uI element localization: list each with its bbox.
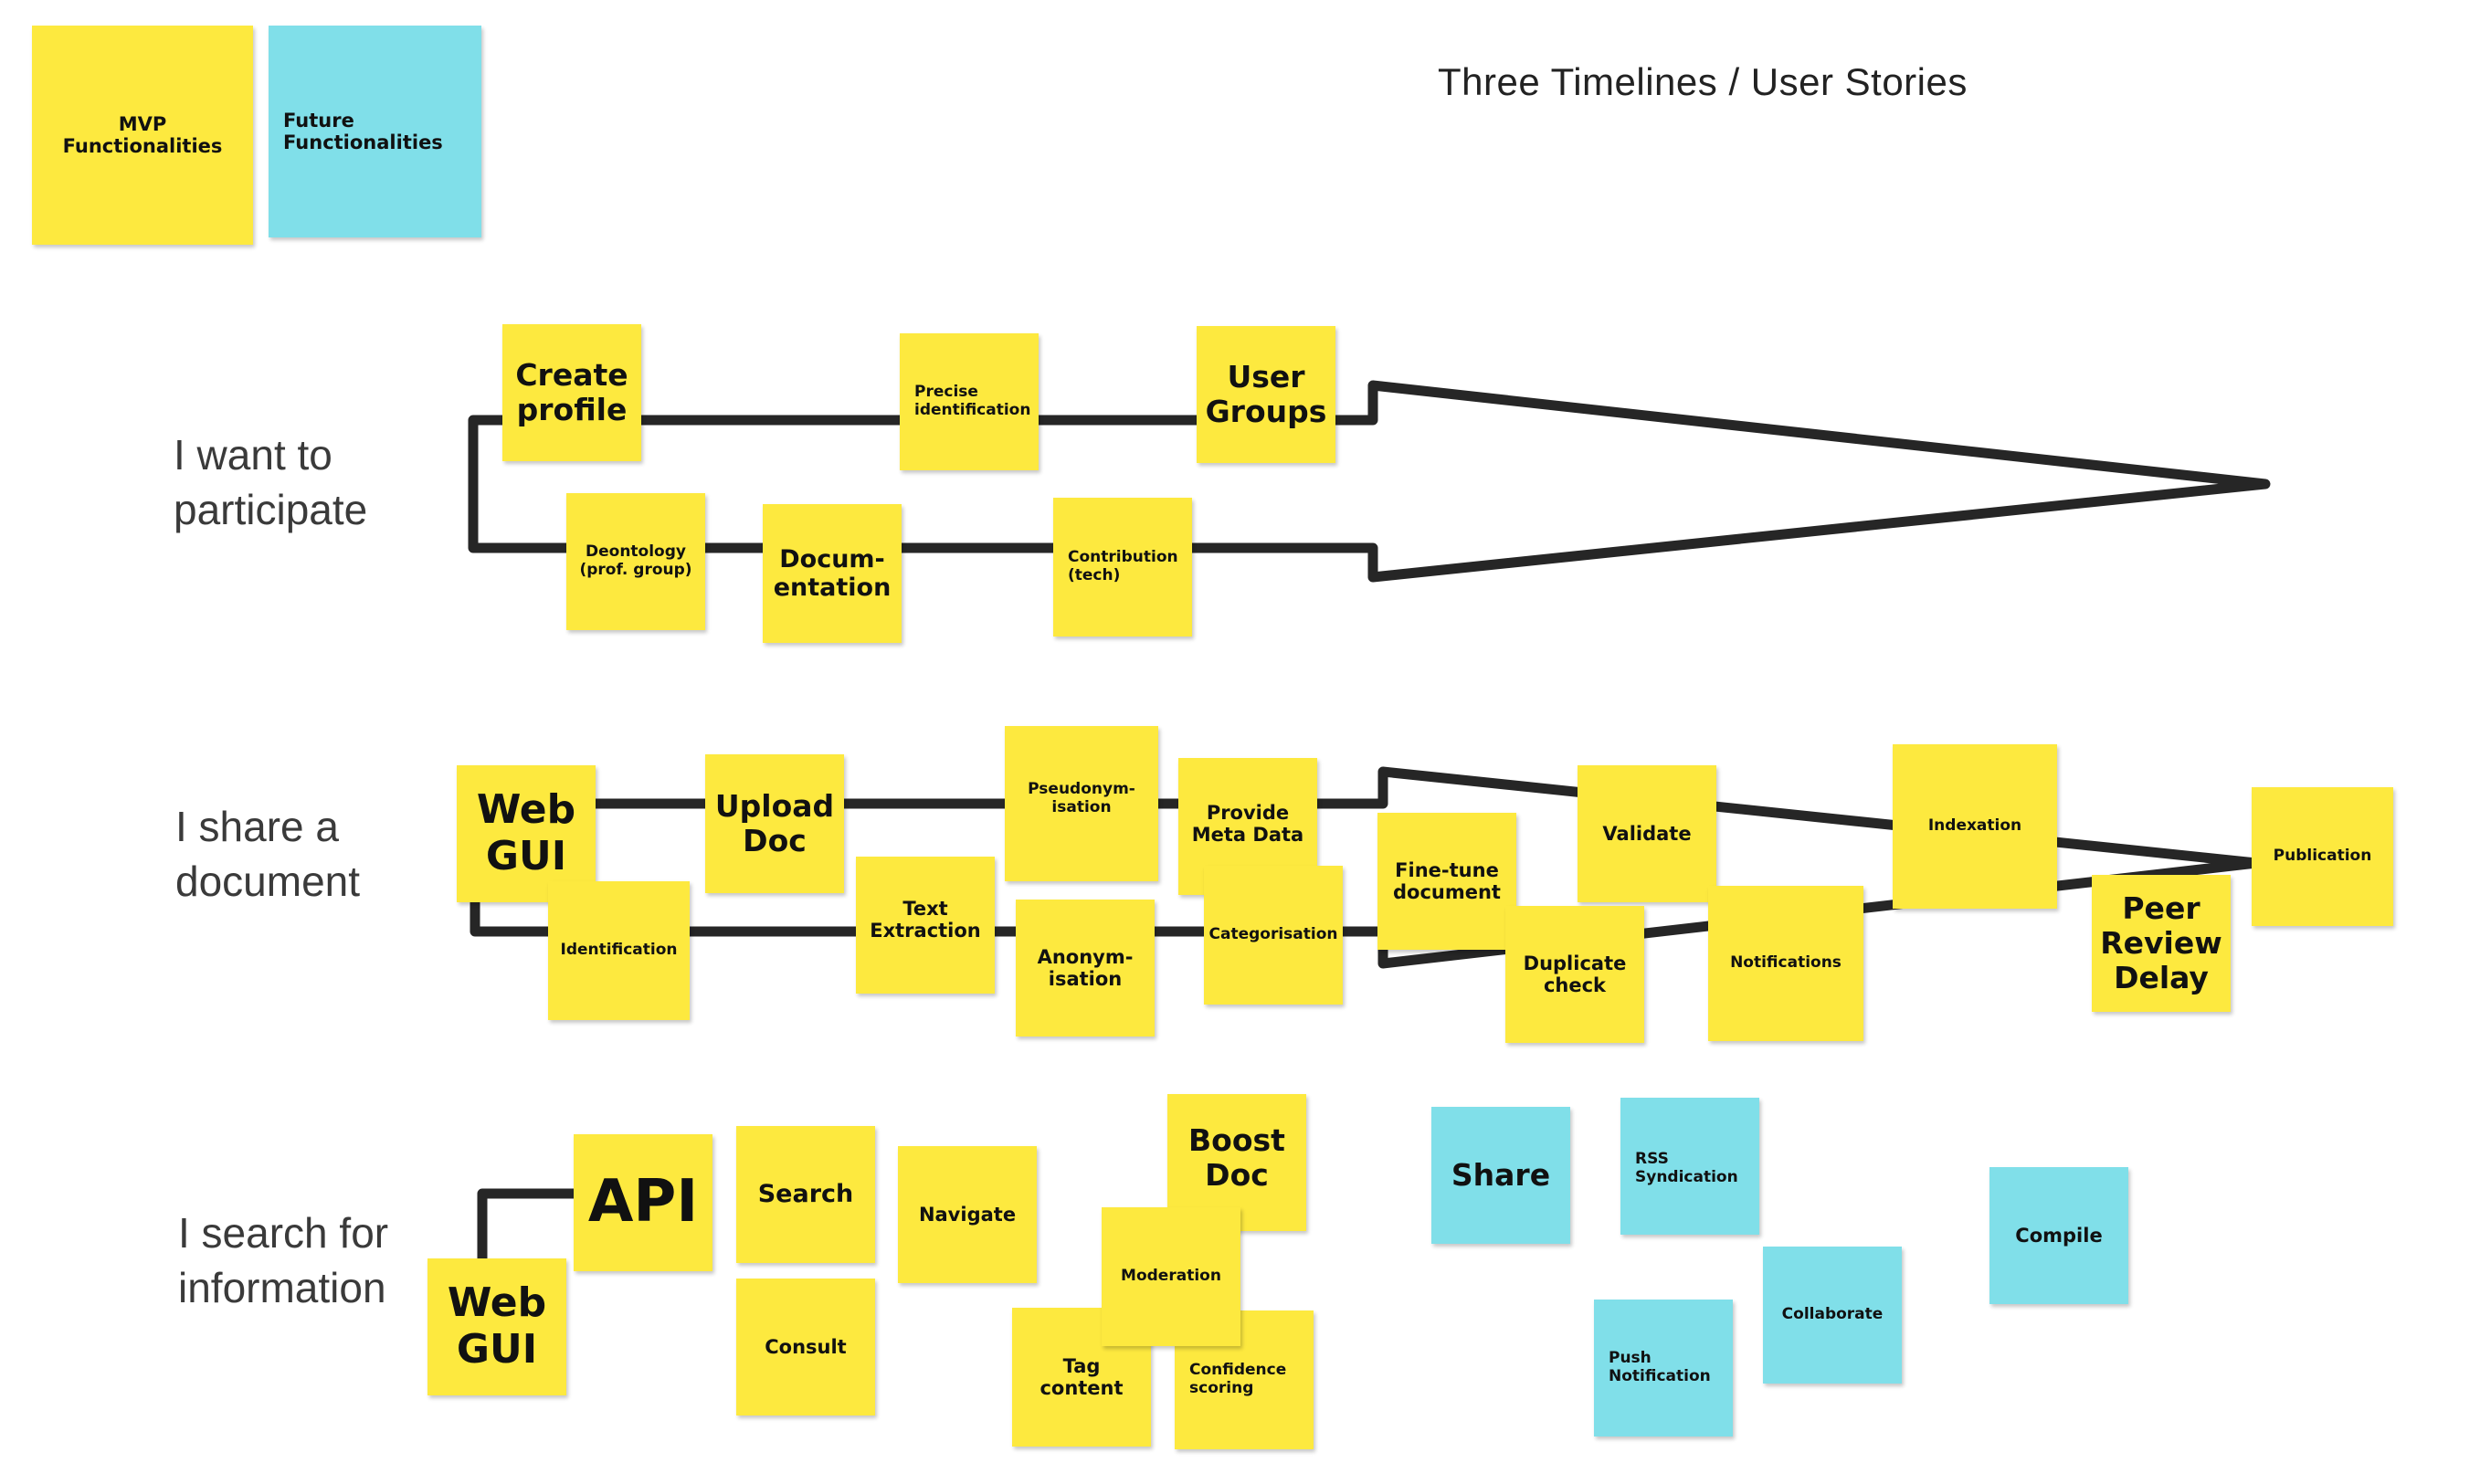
note-rss-syndication[interactable]: RSS Syndication xyxy=(1620,1098,1759,1235)
row-label-search: I search for information xyxy=(178,1209,389,1311)
note-push-notification[interactable]: Push Notification xyxy=(1594,1300,1733,1437)
note-navigate[interactable]: Navigate xyxy=(898,1146,1037,1283)
note-pseudonymisation[interactable]: Pseudonym- isation xyxy=(1005,726,1158,881)
note-categorisation[interactable]: Categorisation xyxy=(1204,866,1343,1005)
note-text-extraction[interactable]: Text Extraction xyxy=(856,857,995,994)
note-publication[interactable]: Publication xyxy=(2252,787,2393,926)
note-contribution[interactable]: Contribution (tech) xyxy=(1053,498,1192,637)
note-api[interactable]: API xyxy=(574,1134,712,1271)
legend-mvp-note[interactable]: MVP Functionalities xyxy=(32,26,253,245)
note-anonymisation[interactable]: Anonym- isation xyxy=(1016,900,1155,1037)
note-compile[interactable]: Compile xyxy=(1989,1167,2128,1304)
note-validate[interactable]: Validate xyxy=(1578,765,1716,902)
note-peer-review-delay[interactable]: Peer Review Delay xyxy=(2092,875,2231,1012)
note-create-profile[interactable]: Create profile xyxy=(502,324,641,461)
note-share-web-gui[interactable]: Web GUI xyxy=(457,765,596,902)
note-identification[interactable]: Identification xyxy=(548,881,690,1020)
note-deontology[interactable]: Deontology (prof. group) xyxy=(566,493,705,630)
note-indexation[interactable]: Indexation xyxy=(1893,744,2057,909)
note-notifications[interactable]: Notifications xyxy=(1708,886,1863,1041)
note-documentation[interactable]: Docum- entation xyxy=(763,504,902,643)
note-fine-tune-document[interactable]: Fine-tune document xyxy=(1377,813,1516,950)
row-label-share: I share a document xyxy=(175,803,361,905)
note-precise-identification[interactable]: Precise identification xyxy=(900,333,1039,470)
page-title: Three Timelines / User Stories xyxy=(1438,60,1968,103)
legend-future-note[interactable]: Future Functionalities xyxy=(269,26,481,237)
note-moderation[interactable]: Moderation xyxy=(1102,1207,1240,1346)
note-search[interactable]: Search xyxy=(736,1126,875,1263)
note-consult[interactable]: Consult xyxy=(736,1279,875,1416)
note-collaborate[interactable]: Collaborate xyxy=(1763,1247,1902,1384)
note-user-groups[interactable]: User Groups xyxy=(1197,326,1335,463)
search-timeline-arrow xyxy=(477,1188,590,1273)
participate-timeline-arrow xyxy=(468,380,2271,583)
note-share[interactable]: Share xyxy=(1431,1107,1570,1244)
note-upload-doc[interactable]: Upload Doc xyxy=(705,754,844,893)
note-search-web-gui[interactable]: Web GUI xyxy=(427,1258,566,1395)
note-duplicate-check[interactable]: Duplicate check xyxy=(1505,906,1644,1043)
note-tag-content[interactable]: Tag content xyxy=(1012,1308,1151,1447)
row-label-participate: I want to participate xyxy=(174,431,368,533)
